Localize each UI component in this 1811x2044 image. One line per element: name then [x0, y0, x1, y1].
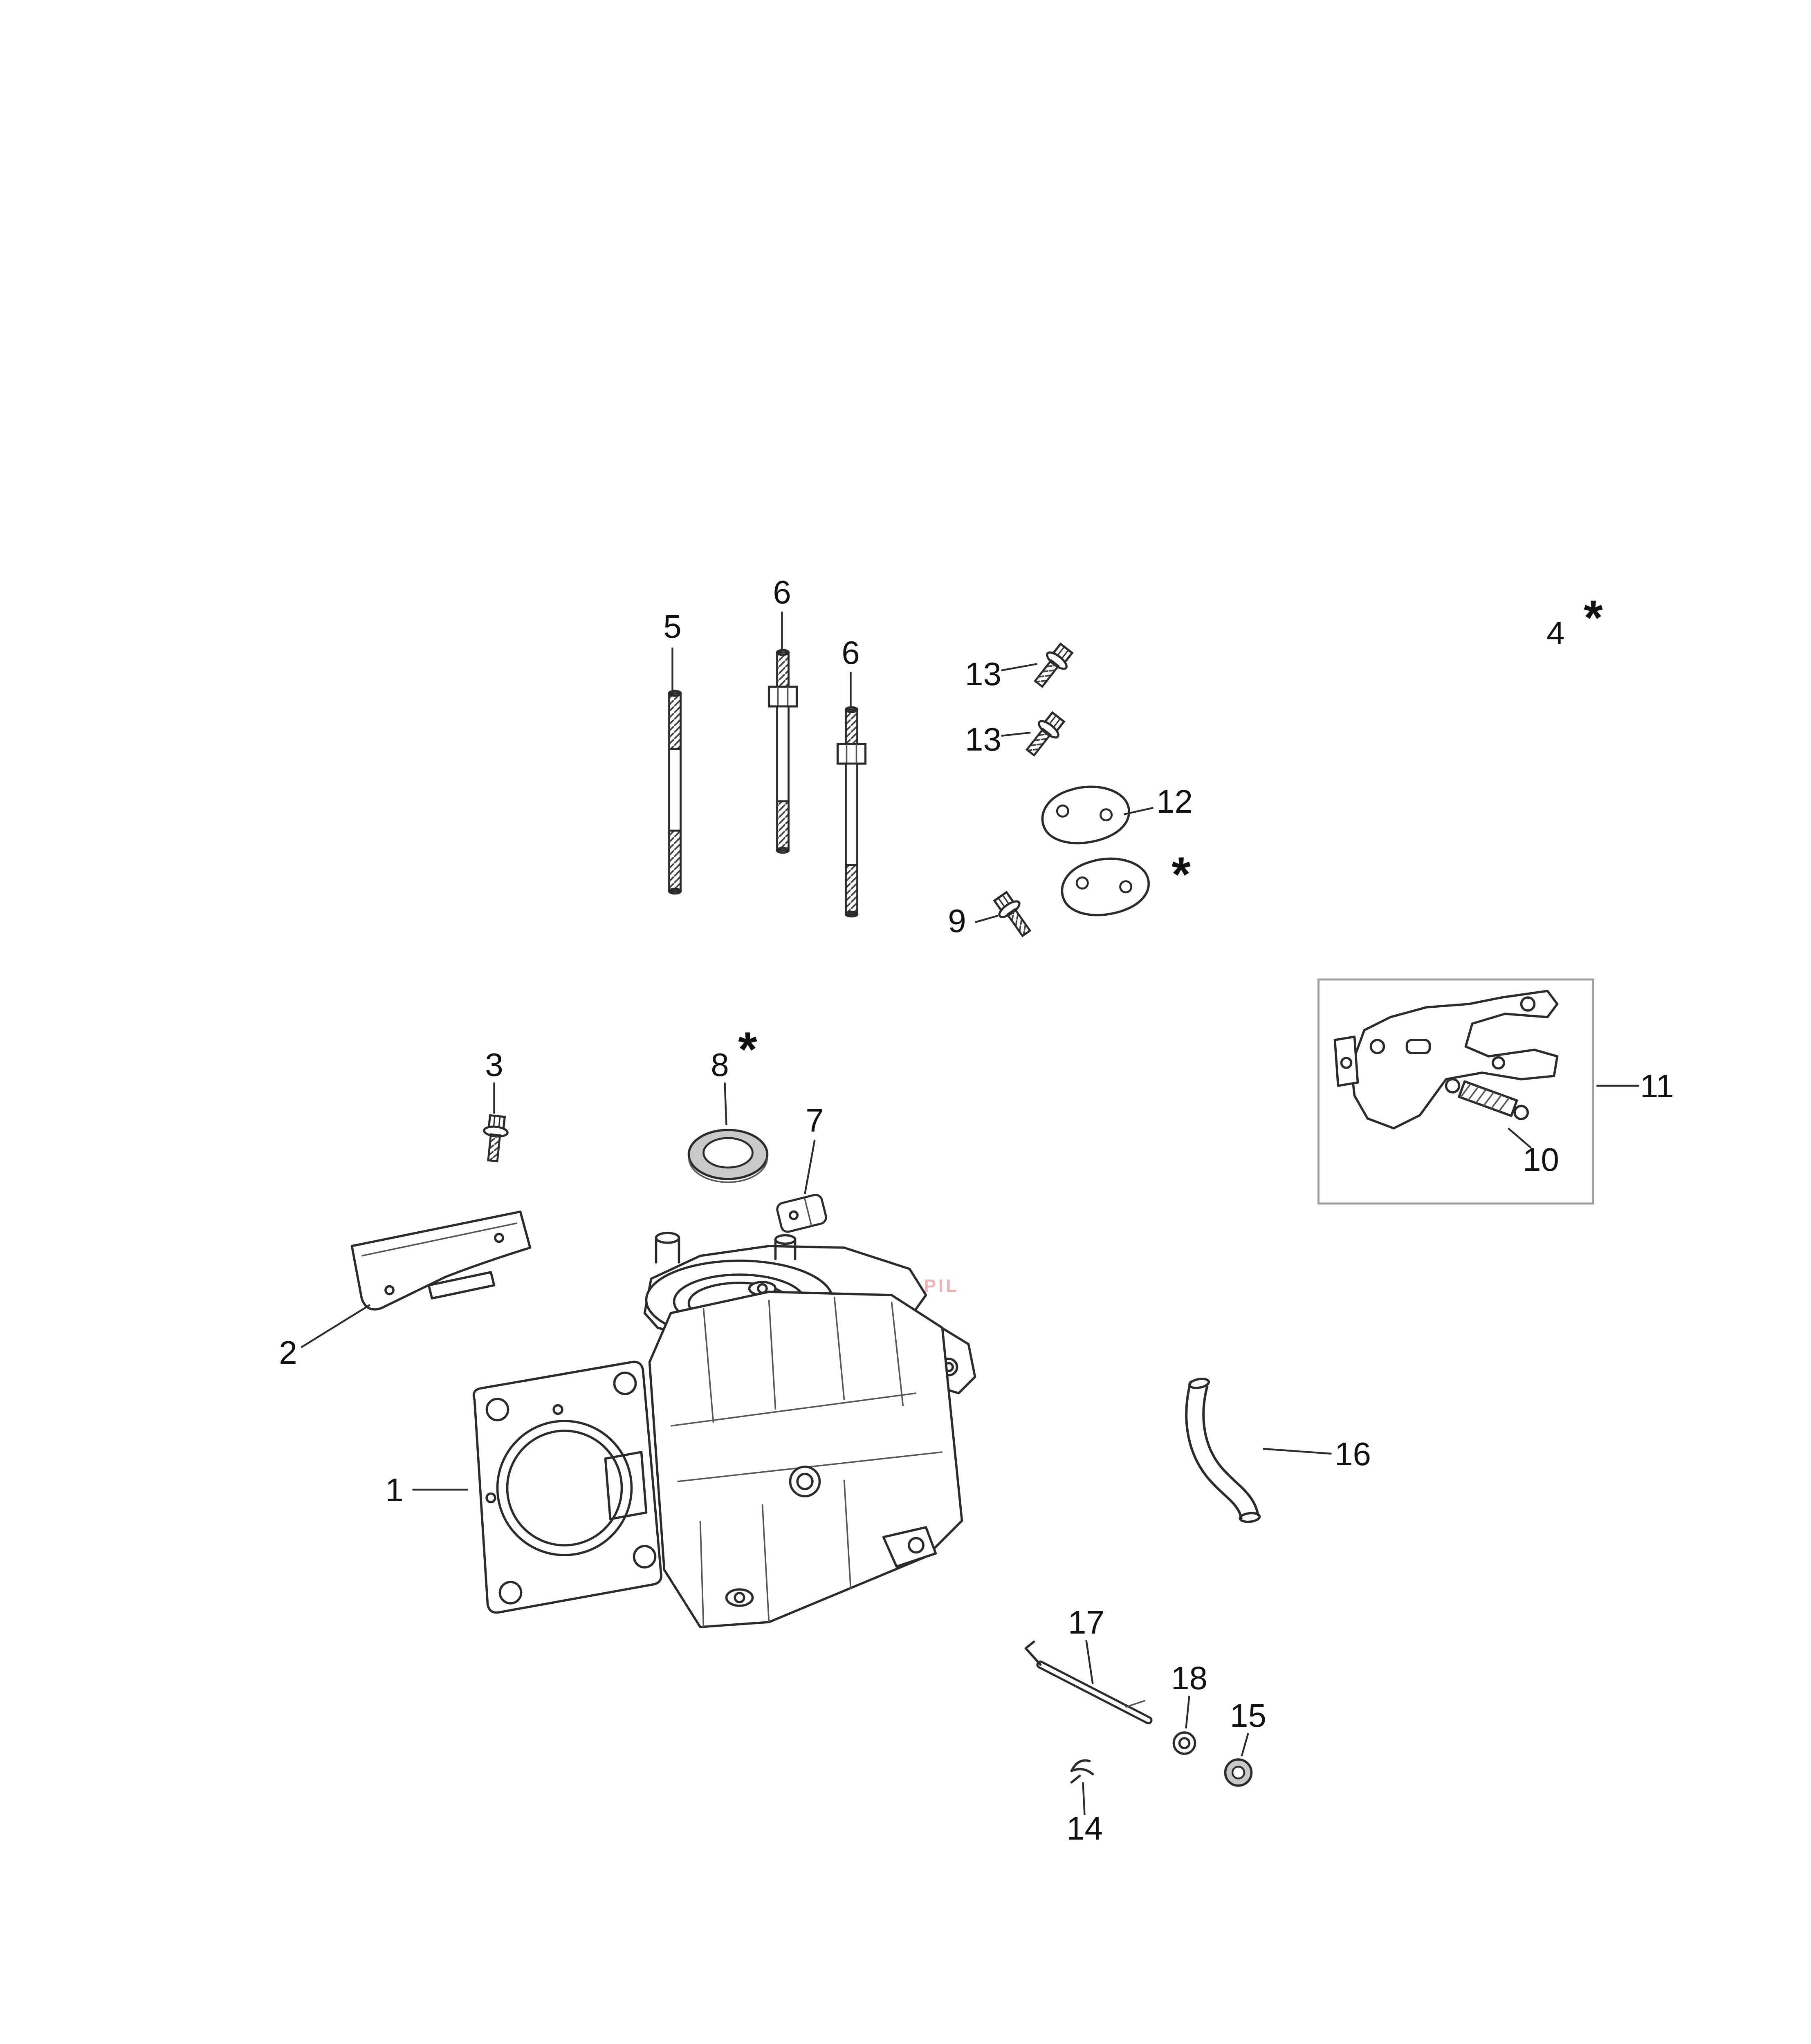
part-label-16: 16	[1335, 1436, 1371, 1472]
part-16-hose	[1185, 1378, 1261, 1523]
part-label-4: 4	[1546, 615, 1565, 651]
part-10-spring	[1445, 1078, 1529, 1121]
part-label-18: 18	[1171, 1660, 1207, 1696]
part-1-cylinder-block	[472, 1232, 976, 1628]
part-13a-bolt	[1029, 641, 1075, 691]
asterisk-8: *	[738, 1022, 757, 1077]
part-18-washer	[1172, 1731, 1196, 1755]
part-12-cover-plate	[1039, 781, 1133, 848]
part-13b-bolt	[1021, 710, 1067, 760]
part-6a-stud	[767, 649, 798, 854]
part-label-11: 11	[1640, 1068, 1674, 1104]
asterisk-12: *	[1171, 847, 1191, 902]
part-label-6a: 6	[773, 574, 791, 610]
asterisk-4: *	[1584, 590, 1603, 645]
part-label-5: 5	[663, 608, 682, 645]
part-label-17: 17	[1068, 1604, 1104, 1641]
part-label-3: 3	[485, 1047, 503, 1083]
part-14-clip	[1070, 1759, 1094, 1784]
part-label-2: 2	[279, 1334, 297, 1371]
part-label-7: 7	[806, 1102, 824, 1139]
part-6b-stud	[836, 706, 867, 918]
part-15-cap	[1224, 1758, 1253, 1787]
part-11-bracket-box	[1317, 978, 1594, 1205]
part-label-10: 10	[1523, 1141, 1559, 1178]
part-12b-cover-plate	[1058, 853, 1152, 920]
part-label-15: 15	[1230, 1697, 1266, 1734]
part-label-13b: 13	[965, 721, 1001, 758]
leader-lines	[301, 612, 1639, 1815]
part-2-baffle-plate	[350, 1210, 532, 1311]
part-label-13a: 13	[965, 656, 1001, 692]
part-label-9: 9	[948, 903, 966, 939]
part-8-seal-ring	[687, 1129, 769, 1183]
part-7-plate	[776, 1194, 827, 1233]
part-17-rod	[1024, 1641, 1153, 1724]
part-3-bolt	[481, 1115, 509, 1162]
part-label-1: 1	[385, 1472, 404, 1508]
part-9-bolt	[991, 890, 1036, 940]
part-label-6b: 6	[842, 634, 860, 671]
part-label-14: 14	[1066, 1810, 1103, 1847]
part-5-stud	[668, 690, 682, 895]
part-label-8: 8	[711, 1047, 729, 1083]
part-label-12: 12	[1156, 783, 1193, 820]
